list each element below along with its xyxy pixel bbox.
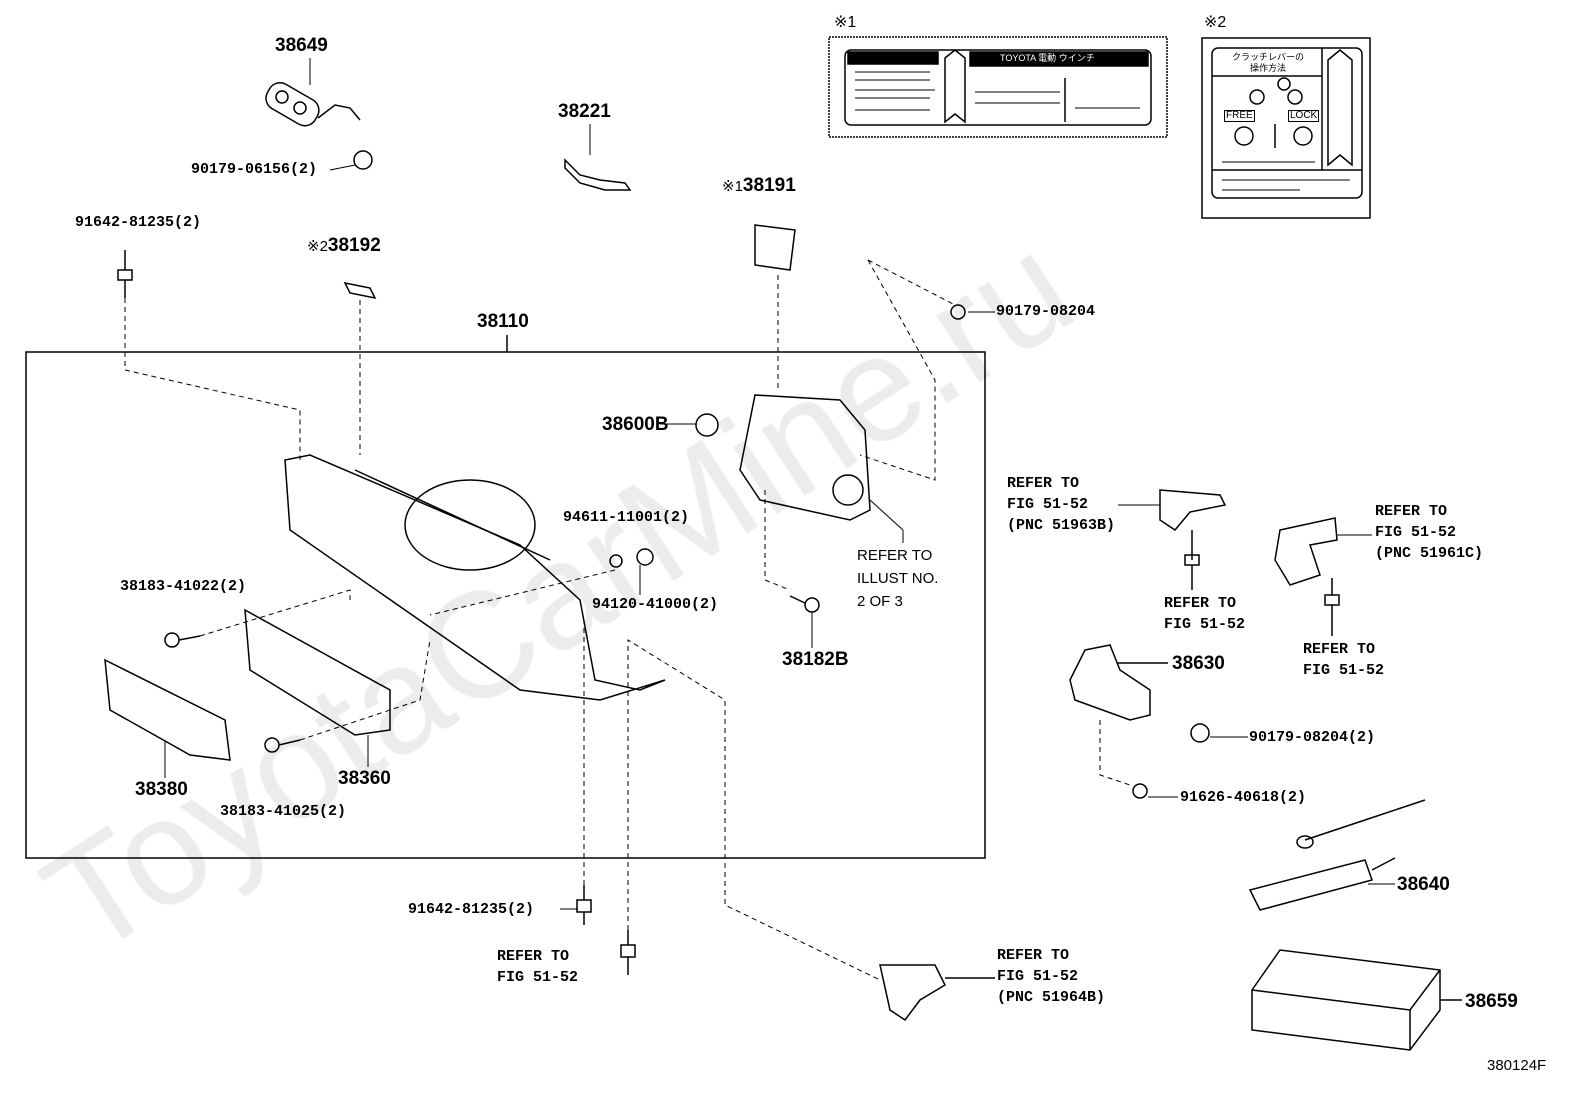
assembly-box-38110	[25, 351, 986, 859]
bracket-51964B	[879, 964, 946, 1022]
part-number-38649: 38649	[275, 35, 328, 56]
refer-illust-note: REFER TO ILLUST NO. 2 OF 3	[857, 547, 939, 610]
refer-fig-bottom: REFER TO FIG 51-52	[497, 948, 579, 986]
part-number-38380: 38380	[135, 779, 188, 800]
part-38192	[343, 281, 377, 300]
figure-code: 380124F	[1487, 1057, 1547, 1074]
caution-label-1	[828, 36, 1168, 138]
part-number-38110: 38110	[477, 311, 529, 332]
lock-label: LOCK	[1288, 110, 1320, 122]
inset-mark-1: ※1	[834, 14, 857, 31]
label-mark: ※1	[722, 178, 743, 195]
part-number-94611-11001: 94611-11001(2)	[563, 509, 690, 526]
clutch-label-title: クラッチレバーの 操作方法	[1232, 52, 1305, 73]
part-number-38192: 38192	[327, 235, 381, 256]
clutch-label-2	[1201, 37, 1371, 219]
bracket-38380	[104, 658, 231, 761]
bag-38659	[1251, 949, 1441, 1051]
refer-fig-51961C: REFER TO FIG 51-52 (PNC 51961C)	[1375, 503, 1484, 562]
refer-fig-51963B: REFER TO FIG 51-52 (PNC 51963B)	[1007, 475, 1116, 534]
part-number-38191: 38191	[742, 175, 796, 196]
part-number-91642-81235-top: 91642-81235(2)	[75, 214, 202, 231]
part-number-94120-41000: 94120-41000(2)	[592, 596, 719, 613]
part-number-91642-81235-bottom: 91642-81235(2)	[408, 901, 535, 918]
part-number-90179-08204-2: 90179-08204(2)	[1249, 729, 1376, 746]
part-number-38183-41022: 38183-41022(2)	[120, 578, 247, 595]
plate-38360	[244, 608, 391, 736]
hook-51961C	[1274, 517, 1338, 586]
refer-fig-bolt-2: REFER TO FIG 51-52	[1303, 641, 1385, 679]
part-38221	[564, 158, 632, 191]
part-number-38630: 38630	[1172, 653, 1225, 674]
part-number-38659: 38659	[1465, 991, 1518, 1012]
solenoid-38630	[1069, 644, 1151, 721]
part-number-90179-06156: 90179-06156(2)	[191, 161, 318, 178]
part-number-38360: 38360	[338, 768, 391, 789]
bracket-51963B	[1159, 489, 1227, 531]
part-number-91626-40618: 91626-40618(2)	[1180, 789, 1307, 806]
label-mark: ※2	[307, 238, 328, 255]
refer-fig-bolt-1: REFER TO FIG 51-52	[1164, 595, 1246, 633]
inset-mark-2: ※2	[1204, 14, 1227, 31]
refer-fig-51964B: REFER TO FIG 51-52 (PNC 51964B)	[997, 947, 1106, 1006]
part-number-38640: 38640	[1397, 874, 1450, 895]
part-38191-label: ※138191	[722, 176, 796, 195]
part-number-38182B: 38182B	[782, 649, 849, 670]
part-38649	[265, 82, 361, 127]
part-38191	[754, 224, 796, 271]
part-number-38221: 38221	[558, 101, 611, 122]
motor-38600	[739, 394, 871, 521]
part-number-90179-08204: 90179-08204	[996, 303, 1096, 320]
part-38192-label: ※238192	[307, 236, 381, 255]
free-label: FREE	[1224, 110, 1255, 122]
winch-label-brand: TOYOTA 電動 ウインチ	[1000, 53, 1095, 63]
part-number-38600B: 38600B	[602, 414, 669, 435]
winch-frame	[284, 454, 666, 701]
part-number-38183-41025: 38183-41025(2)	[220, 803, 347, 820]
remote-38640	[1248, 799, 1426, 911]
